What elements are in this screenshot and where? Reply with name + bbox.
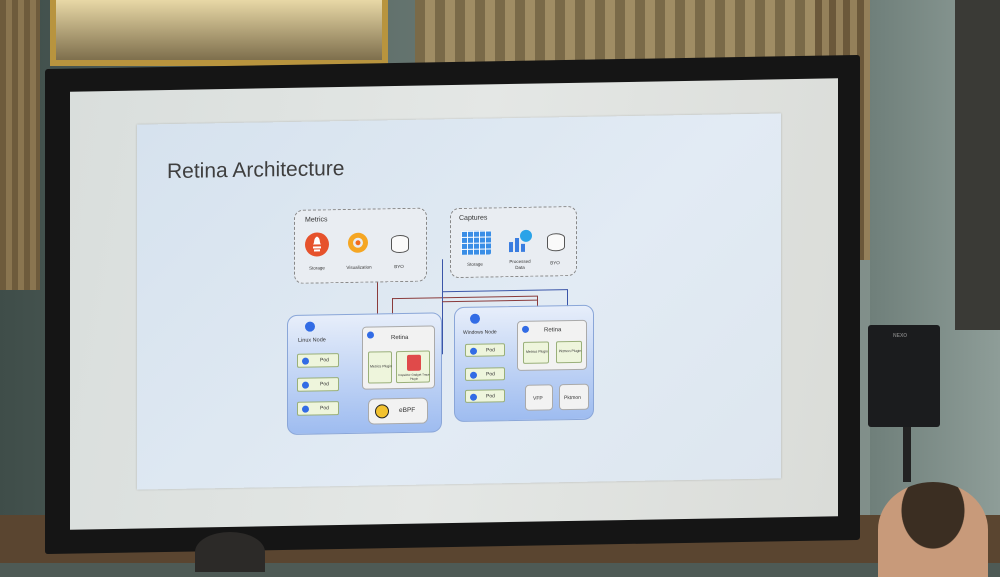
captures-label: Captures xyxy=(459,214,488,222)
kubernetes-icon xyxy=(305,321,315,332)
byo-database-icon xyxy=(391,234,409,254)
inspektor-gadget-icon xyxy=(407,354,421,371)
inspektor-gadget-label: Inspektor Gadget Trace Plugin xyxy=(398,372,430,381)
pod: Pod xyxy=(465,367,505,381)
audience-member xyxy=(195,532,265,572)
pod-label: Pod xyxy=(486,347,495,354)
pod-label: Pod xyxy=(320,405,329,412)
pod-label: Pod xyxy=(486,393,495,400)
linux-node: Linux Node Pod Pod Pod Retina Metrics Pl… xyxy=(287,312,442,436)
windows-node-label: Windows Node xyxy=(463,329,497,336)
kubernetes-icon xyxy=(470,371,477,379)
link-line xyxy=(392,295,537,300)
windows-node: Windows Node Pod Pod Pod Retina Metrics … xyxy=(454,304,594,423)
storage-table-icon xyxy=(461,230,491,255)
processed-data-icon xyxy=(507,228,533,254)
kubernetes-icon xyxy=(302,381,309,389)
prometheus-icon xyxy=(305,232,329,257)
metrics-item-storage: Storage xyxy=(309,265,325,271)
kubernetes-icon xyxy=(522,325,529,333)
metrics-plugin: Metrics Plugin xyxy=(368,351,392,384)
pktmon-box: Pktmon xyxy=(559,383,589,411)
pod: Pod xyxy=(297,353,339,368)
retina-agent: Retina Metrics Plugin Pktmon Plugin xyxy=(517,319,587,371)
retina-label: Retina xyxy=(544,327,562,334)
metrics-label: Metrics xyxy=(305,216,328,224)
speaker-brand: NEXO xyxy=(893,333,908,339)
pktmon-plugin-label: Pktmon Plugin xyxy=(558,348,582,354)
inspektor-gadget-plugin: Inspektor Gadget Trace Plugin xyxy=(396,350,430,384)
ebpf-box: eBPF xyxy=(368,397,428,425)
captures-item-byo: BYO xyxy=(550,260,560,266)
kubernetes-icon xyxy=(302,405,309,413)
pod: Pod xyxy=(465,389,505,403)
pod: Pod xyxy=(465,343,505,357)
ebpf-bee-icon xyxy=(375,404,389,419)
vfp-label: VFP xyxy=(533,395,543,402)
pod: Pod xyxy=(297,377,339,392)
captures-item-storage: Storage xyxy=(467,261,483,267)
metrics-item-byo: BYO xyxy=(394,263,404,270)
pktmon-label: Pktmon xyxy=(564,394,581,402)
slide-title: Retina Architecture xyxy=(167,156,345,184)
byo-database-icon xyxy=(547,233,565,252)
slide: Retina Architecture Metrics Storage Visu… xyxy=(137,113,781,490)
pod-label: Pod xyxy=(320,381,329,388)
captures-group: Captures Storage Processed Data BYO xyxy=(450,205,577,279)
linux-node-label: Linux Node xyxy=(298,337,326,344)
metrics-item-visualization: Visualization xyxy=(346,264,372,270)
captures-item-processed: Processed xyxy=(509,258,531,265)
pod-label: Pod xyxy=(486,371,495,378)
retina-agent: Retina Metrics Plugin Inspektor Gadget T… xyxy=(362,325,435,390)
link-line-blue xyxy=(442,289,567,293)
kubernetes-icon xyxy=(470,313,480,324)
speaker-cabinet xyxy=(868,325,940,427)
pod: Pod xyxy=(297,401,339,416)
vfp-box: VFP xyxy=(525,384,553,411)
metrics-plugin-label: Metrics Plugin xyxy=(370,364,392,369)
kubernetes-icon xyxy=(302,357,309,365)
gilded-frame xyxy=(50,0,388,66)
grafana-icon xyxy=(345,230,371,256)
captures-item-data: Data xyxy=(515,264,525,271)
metrics-plugin-label: Metrics Plugin xyxy=(526,349,548,354)
kubernetes-icon xyxy=(367,331,374,339)
metrics-group: Metrics Storage Visualization BYO xyxy=(294,207,427,284)
curtain-left xyxy=(0,0,40,290)
metrics-plugin: Metrics Plugin xyxy=(523,341,549,364)
ebpf-label: eBPF xyxy=(399,406,416,415)
speaker-stand xyxy=(903,427,911,482)
pktmon-plugin: Pktmon Plugin xyxy=(556,340,582,364)
link-line-blue xyxy=(442,259,443,355)
pod-label: Pod xyxy=(320,357,329,364)
retina-label: Retina xyxy=(391,334,409,342)
link-line xyxy=(442,299,537,303)
kubernetes-icon xyxy=(470,347,477,355)
audience-member xyxy=(878,482,988,577)
kubernetes-icon xyxy=(470,393,477,401)
dark-pillar xyxy=(955,0,1000,330)
